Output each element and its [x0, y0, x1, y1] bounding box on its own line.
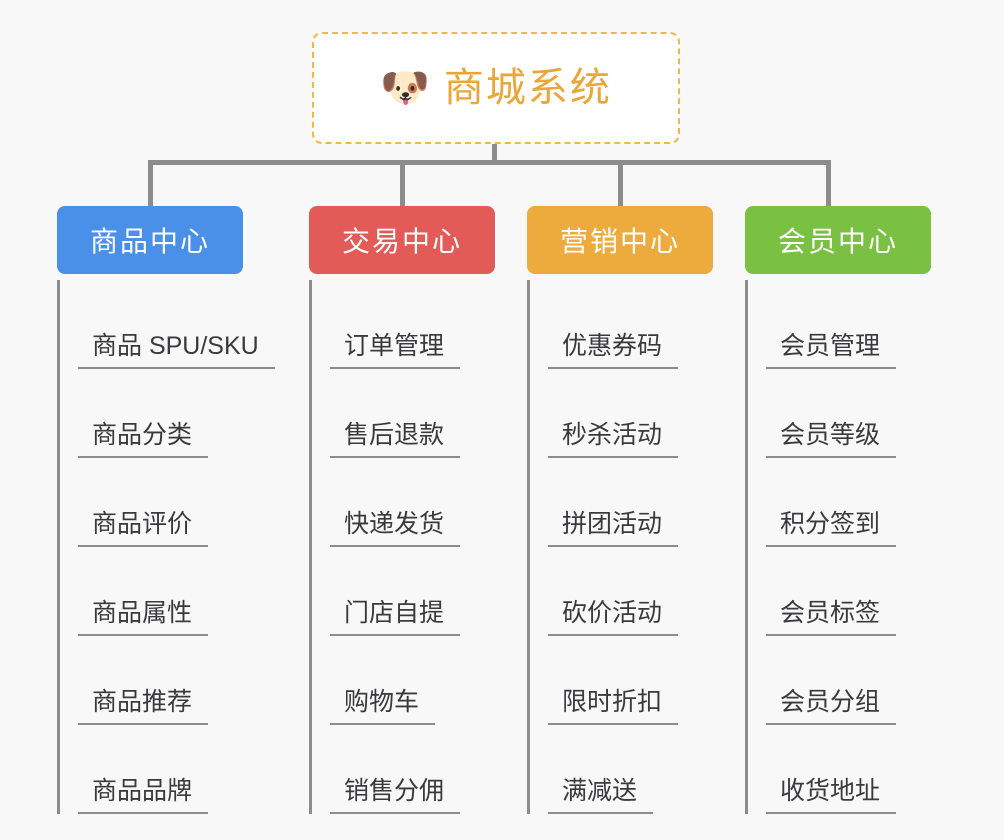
- leaf-item-label: 商品品牌: [78, 777, 209, 814]
- leaf-list-marketing-center: 优惠券码秒杀活动拼团活动砍价活动限时折扣满减送: [527, 280, 713, 814]
- leaf-item-label: 会员分组: [766, 688, 897, 725]
- category-box-member-center[interactable]: 会员中心: [745, 206, 931, 274]
- category-box-marketing-center[interactable]: 营销中心: [527, 206, 713, 274]
- leaf-item-label: 积分签到: [766, 510, 897, 547]
- leaf-item-label: 购物车: [330, 688, 436, 725]
- leaf-item[interactable]: 会员标签: [766, 547, 931, 636]
- column-member-center: 会员中心会员管理会员等级积分签到会员标签会员分组收货地址: [745, 206, 931, 814]
- leaf-item-label: 商品属性: [78, 599, 209, 636]
- leaf-item[interactable]: 收货地址: [766, 725, 931, 814]
- leaf-item[interactable]: 满减送: [548, 725, 713, 814]
- leaf-item-label: 商品分类: [78, 421, 209, 458]
- category-box-product-center[interactable]: 商品中心: [57, 206, 243, 274]
- leaf-item[interactable]: 会员管理: [766, 280, 931, 369]
- leaf-item[interactable]: 商品属性: [78, 547, 243, 636]
- leaf-item[interactable]: 优惠券码: [548, 280, 713, 369]
- leaf-item-label: 门店自提: [330, 599, 461, 636]
- leaf-item-label: 会员等级: [766, 421, 897, 458]
- shiba-dog-emoji-icon: 🐶: [380, 66, 430, 110]
- drop-connector-product-center: [148, 160, 153, 208]
- leaf-item[interactable]: 购物车: [330, 636, 495, 725]
- leaf-item[interactable]: 会员分组: [766, 636, 931, 725]
- leaf-item[interactable]: 订单管理: [330, 280, 495, 369]
- leaf-item[interactable]: 会员等级: [766, 369, 931, 458]
- leaf-item[interactable]: 商品分类: [78, 369, 243, 458]
- leaf-list-product-center: 商品 SPU/SKU 商品分类商品评价商品属性商品推荐商品品牌: [57, 280, 275, 814]
- leaf-item[interactable]: 销售分佣: [330, 725, 495, 814]
- leaf-item[interactable]: 快递发货: [330, 458, 495, 547]
- leaf-item[interactable]: 拼团活动: [548, 458, 713, 547]
- leaf-list-member-center: 会员管理会员等级积分签到会员标签会员分组收货地址: [745, 280, 931, 814]
- leaf-item[interactable]: 秒杀活动: [548, 369, 713, 458]
- drop-connector-marketing-center: [618, 160, 623, 208]
- category-box-trade-center[interactable]: 交易中心: [309, 206, 495, 274]
- leaf-item[interactable]: 商品 SPU/SKU: [78, 280, 275, 369]
- leaf-item-label: 砍价活动: [548, 599, 679, 636]
- leaf-item[interactable]: 积分签到: [766, 458, 931, 547]
- column-trade-center: 交易中心订单管理售后退款快递发货门店自提购物车销售分佣: [309, 206, 495, 814]
- leaf-item[interactable]: 商品评价: [78, 458, 243, 547]
- column-marketing-center: 营销中心优惠券码秒杀活动拼团活动砍价活动限时折扣满减送: [527, 206, 713, 814]
- leaf-item-label: 订单管理: [330, 332, 461, 369]
- root-node[interactable]: 🐶 商城系统: [312, 32, 680, 144]
- leaf-item-label: 满减送: [548, 777, 654, 814]
- bus-connector: [150, 160, 831, 165]
- leaf-item-label: 商品评价: [78, 510, 209, 547]
- leaf-item-label: 收货地址: [766, 777, 897, 814]
- leaf-item-label: 拼团活动: [548, 510, 679, 547]
- leaf-item-label: 销售分佣: [330, 777, 461, 814]
- leaf-item[interactable]: 商品推荐: [78, 636, 243, 725]
- leaf-item-label: 会员管理: [766, 332, 897, 369]
- leaf-list-trade-center: 订单管理售后退款快递发货门店自提购物车销售分佣: [309, 280, 495, 814]
- drop-connector-trade-center: [400, 160, 405, 208]
- leaf-item-label: 商品推荐: [78, 688, 209, 725]
- leaf-item-label: 快递发货: [330, 510, 461, 547]
- column-product-center: 商品中心商品 SPU/SKU 商品分类商品评价商品属性商品推荐商品品牌: [57, 206, 275, 814]
- trunk-connector: [492, 144, 497, 164]
- leaf-item-label: 会员标签: [766, 599, 897, 636]
- leaf-item[interactable]: 售后退款: [330, 369, 495, 458]
- leaf-item-label: 商品 SPU/SKU: [78, 332, 275, 369]
- root-title: 商城系统: [443, 66, 612, 110]
- leaf-item-label: 秒杀活动: [548, 421, 679, 458]
- leaf-item[interactable]: 砍价活动: [548, 547, 713, 636]
- drop-connector-member-center: [826, 160, 831, 208]
- leaf-item-label: 售后退款: [330, 421, 461, 458]
- leaf-item-label: 优惠券码: [548, 332, 679, 369]
- leaf-item[interactable]: 商品品牌: [78, 725, 243, 814]
- leaf-item-label: 限时折扣: [548, 688, 679, 725]
- leaf-item[interactable]: 限时折扣: [548, 636, 713, 725]
- leaf-item[interactable]: 门店自提: [330, 547, 495, 636]
